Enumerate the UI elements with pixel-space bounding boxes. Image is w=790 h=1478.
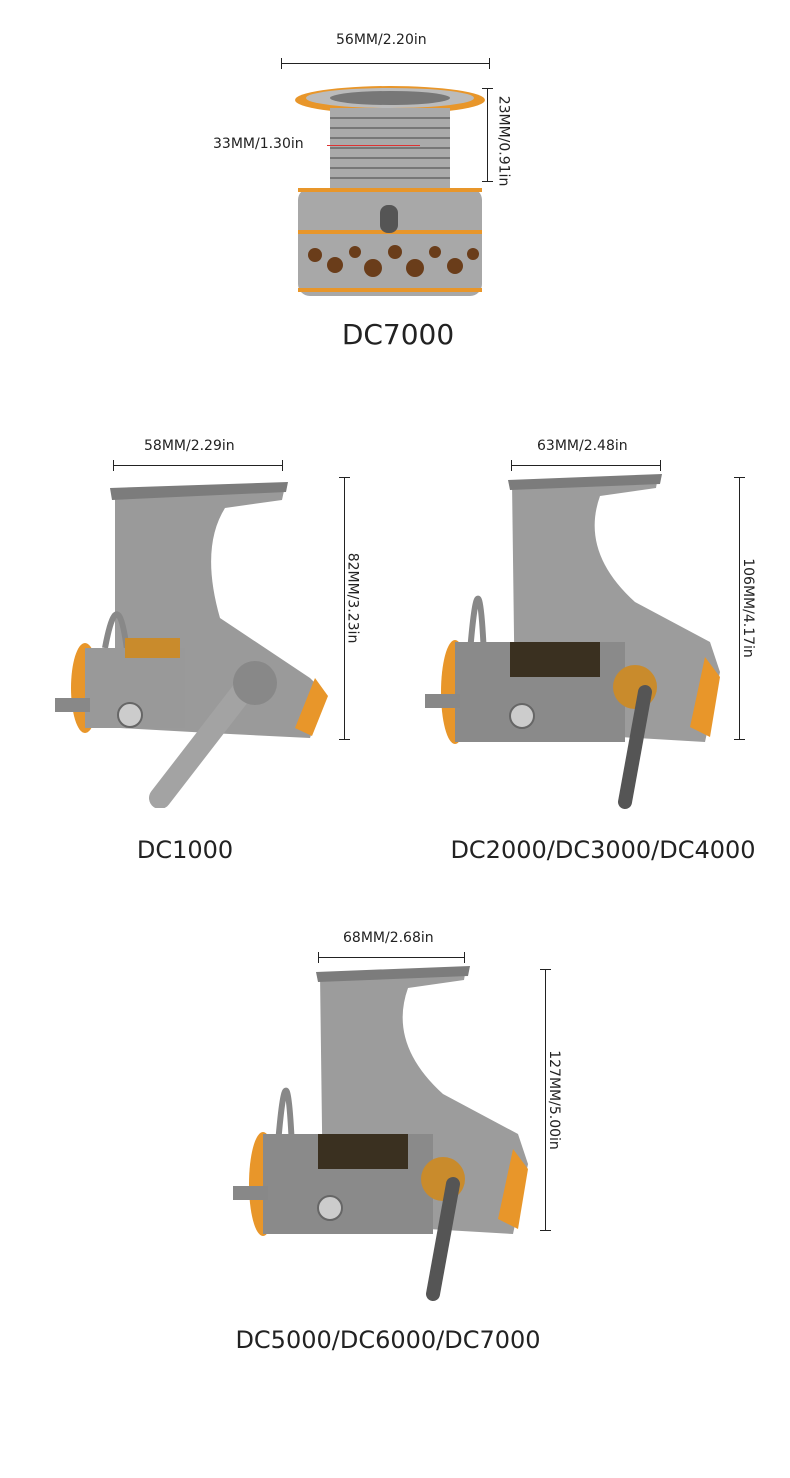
reel-3-width-label: 68MM/2.68in	[343, 930, 434, 946]
reel-3-height-label: 127MM/5.00in	[545, 1050, 562, 1150]
spool-width-label: 56MM/2.20in	[336, 32, 427, 48]
reel-1-width-dimension-line	[113, 460, 283, 471]
spool-width-dimension-line	[281, 58, 490, 69]
spool-image	[295, 86, 485, 296]
reel-3-image	[233, 966, 528, 1301]
reel-1-model-label: DC1000	[136, 836, 234, 864]
reel-1-height-label: 82MM/3.23in	[344, 552, 361, 644]
spool-model-label: DC7000	[341, 318, 455, 351]
reel-2-height-label: 106MM/4.17in	[739, 558, 756, 658]
reel-1-image	[55, 482, 328, 808]
reel-1-height-dimension-line	[339, 477, 350, 740]
reel-2-width-label: 63MM/2.48in	[537, 438, 628, 454]
reel-2-height-dimension-line	[734, 477, 745, 740]
reel-2-image	[425, 474, 720, 809]
spool-height-dimension-line	[482, 88, 493, 182]
spool-height-label: 23MM/0.91in	[495, 95, 512, 187]
reel-3-height-dimension-line	[540, 969, 551, 1231]
reel-1-width-label: 58MM/2.29in	[144, 438, 235, 454]
reel-2-model-label: DC2000/DC3000/DC4000	[450, 836, 756, 864]
spool-inner-dimension-line	[327, 145, 420, 146]
reel-3-model-label: DC5000/DC6000/DC7000	[235, 1326, 541, 1354]
spool-inner-diameter-label: 33MM/1.30in	[213, 136, 304, 152]
reel-2-width-dimension-line	[511, 460, 661, 471]
reel-3-width-dimension-line	[318, 952, 465, 963]
